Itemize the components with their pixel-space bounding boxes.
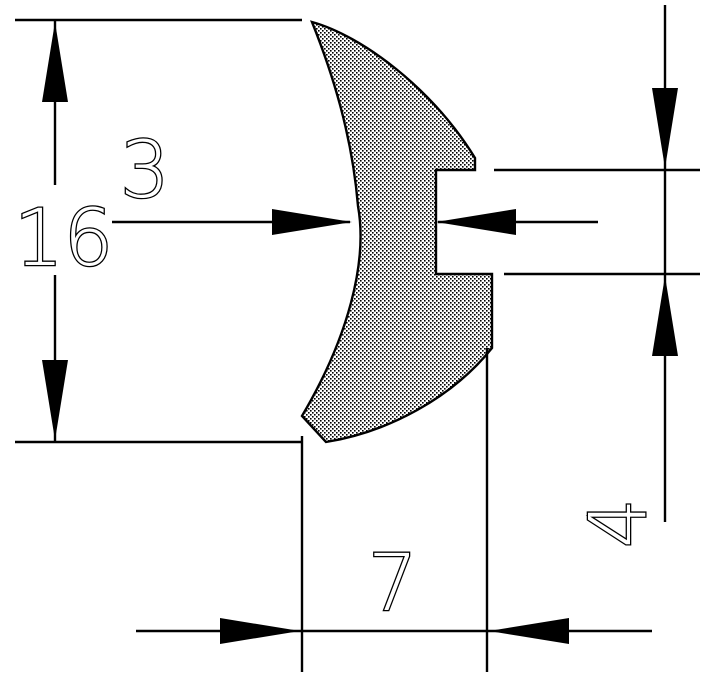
thickness-label: 3: [120, 126, 170, 216]
height-arrow-bottom: [42, 360, 68, 440]
height-arrow-top: [42, 22, 68, 102]
thickness-arrow-left: [272, 209, 352, 235]
slot-arrow-top: [652, 88, 678, 168]
slot-dimension: 4: [494, 5, 700, 549]
height-dimension: 16: [10, 18, 302, 444]
width-dimension: 7: [136, 348, 652, 672]
slot-arrow-bottom: [652, 276, 678, 356]
width-arrow-right: [489, 618, 569, 644]
width-label: 7: [368, 539, 418, 629]
height-label: 16: [14, 194, 113, 284]
slot-label: 4: [574, 498, 664, 548]
web-thickness-dimension: 3: [112, 125, 598, 235]
thickness-arrow-right: [436, 209, 516, 235]
width-arrow-left: [220, 618, 300, 644]
seal-profile: [300, 20, 494, 444]
